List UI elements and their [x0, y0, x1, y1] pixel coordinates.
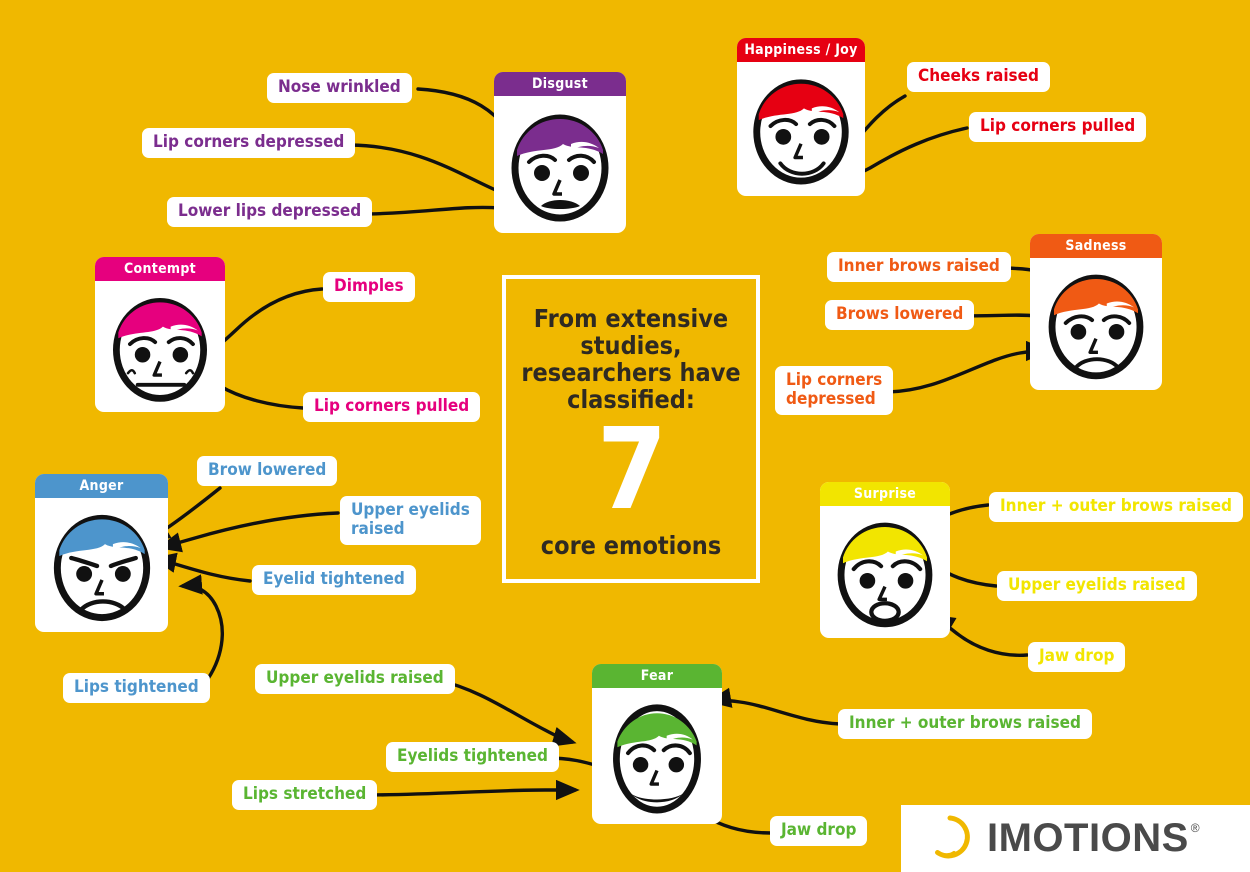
label-anger-brow-lowered: Brow lowered	[197, 456, 338, 487]
label-sadness-inner-brows-raised: Inner brows raised	[827, 252, 1011, 283]
label-anger-upper-eyelids-raised: Upper eyelids raised	[340, 496, 481, 546]
label-sadness-brows-lowered: Brows lowered	[825, 300, 975, 331]
face-illustration-anger	[35, 498, 168, 632]
label-surprise-upper-eyelids-raised: Upper eyelids raised	[997, 571, 1197, 602]
face-illustration-surprise	[820, 506, 950, 638]
label-surprise-jaw-drop: Jaw drop	[1028, 642, 1126, 673]
center-tail-text: core emotions	[540, 530, 722, 560]
label-anger-eyelid-tightened: Eyelid tightened	[252, 565, 416, 596]
label-happiness-lip-corners-pulled: Lip corners pulled	[969, 112, 1147, 143]
emotion-card-sadness[interactable]: Sadness	[1030, 234, 1162, 390]
label-fear-jaw-drop: Jaw drop	[770, 816, 868, 847]
label-contempt-lip-corners-pulled: Lip corners pulled	[303, 392, 481, 423]
face-illustration-happiness	[737, 62, 865, 196]
emotion-card-anger[interactable]: Anger	[35, 474, 168, 632]
label-anger-lips-tightened: Lips tightened	[63, 673, 210, 704]
imotions-logo: IMOTIONS ®	[901, 805, 1250, 872]
emotion-card-surprise[interactable]: Surprise	[820, 482, 950, 638]
label-fear-upper-eyelids-raised: Upper eyelids raised	[255, 664, 455, 695]
card-title-anger: Anger	[35, 474, 168, 498]
label-fear-eyelids-tightened: Eyelids tightened	[386, 742, 559, 773]
label-fear-inner-outer-brows-raised: Inner + outer brows raised	[838, 709, 1092, 740]
emotion-card-fear[interactable]: Fear	[592, 664, 722, 824]
imotions-wordmark: IMOTIONS	[987, 816, 1189, 860]
label-happiness-cheeks-raised: Cheeks raised	[907, 62, 1050, 93]
center-lead-text: From extensive studies, researchers have…	[521, 304, 741, 414]
label-disgust-lower-lips-depressed: Lower lips depressed	[167, 197, 373, 228]
face-illustration-contempt	[95, 281, 225, 412]
label-disgust-nose-wrinkled: Nose wrinkled	[267, 73, 412, 104]
card-title-disgust: Disgust	[494, 72, 626, 96]
emotion-card-happiness[interactable]: Happiness / Joy	[737, 38, 865, 196]
emotion-card-contempt[interactable]: Contempt	[95, 257, 225, 412]
center-statement-panel: From extensive studies, researchers have…	[502, 275, 760, 583]
card-title-contempt: Contempt	[95, 257, 225, 281]
face-illustration-sadness	[1030, 258, 1162, 390]
card-title-sadness: Sadness	[1030, 234, 1162, 258]
label-surprise-inner-outer-brows-raised: Inner + outer brows raised	[989, 492, 1243, 523]
label-fear-lips-stretched: Lips stretched	[232, 780, 378, 811]
label-sadness-lip-corners-depressed: Lip corners depressed	[775, 366, 894, 416]
label-contempt-dimples: Dimples	[323, 272, 415, 303]
card-title-fear: Fear	[592, 664, 722, 688]
face-illustration-disgust	[494, 96, 626, 233]
emotion-card-disgust[interactable]: Disgust	[494, 72, 626, 233]
registered-trademark-symbol: ®	[1190, 821, 1200, 835]
center-emotion-count: 7	[596, 405, 667, 535]
card-title-surprise: Surprise	[820, 482, 950, 506]
label-disgust-lip-corners-depressed: Lip corners depressed	[142, 128, 356, 159]
face-illustration-fear	[592, 688, 722, 824]
imotions-circle-icon	[927, 814, 973, 864]
card-title-happiness: Happiness / Joy	[737, 38, 865, 62]
